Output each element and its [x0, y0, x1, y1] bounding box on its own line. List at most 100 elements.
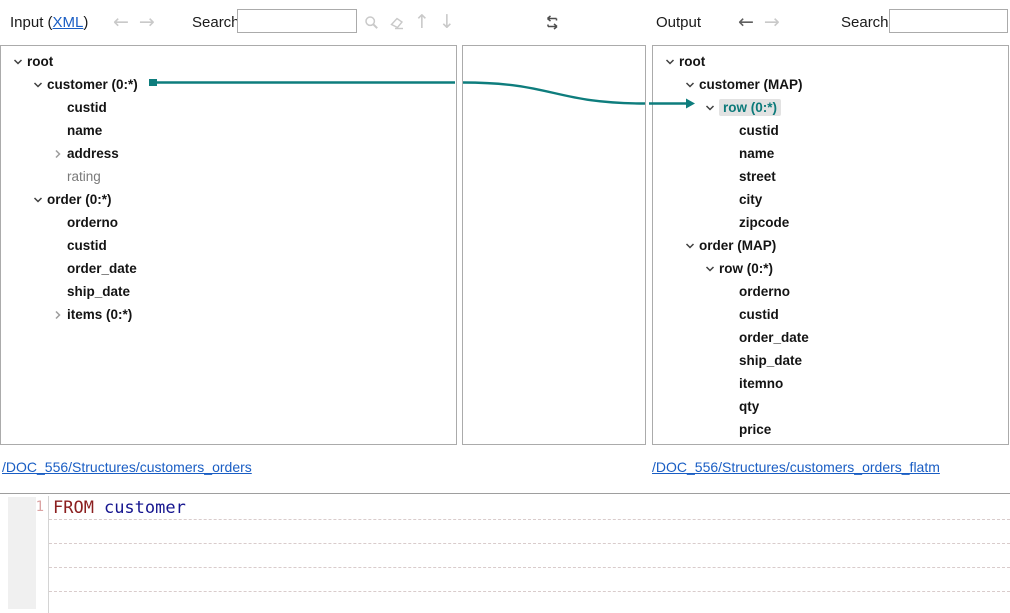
- arrow-down-icon[interactable]: ↓: [439, 11, 455, 33]
- tree-node-label[interactable]: order (MAP): [699, 238, 777, 253]
- chevron-spacer: [721, 191, 739, 209]
- tree-node-label[interactable]: name: [67, 123, 103, 138]
- output-node-qty[interactable]: qty: [653, 395, 1008, 418]
- input-node-orderno[interactable]: orderno: [1, 211, 456, 234]
- input-node-root[interactable]: root: [1, 50, 456, 73]
- input-node-address[interactable]: address: [1, 142, 456, 165]
- tree-node-label[interactable]: orderno: [739, 284, 791, 299]
- tree-node-label[interactable]: qty: [739, 399, 760, 414]
- input-node-order-0[interactable]: order (0:*): [1, 188, 456, 211]
- chevron-down-icon[interactable]: [29, 76, 47, 94]
- chevron-down-icon[interactable]: [9, 53, 27, 71]
- xml-format-link[interactable]: XML: [52, 14, 84, 31]
- tree-node-label[interactable]: itemno: [739, 376, 784, 391]
- code-line-empty[interactable]: [49, 544, 1010, 568]
- tree-node-label[interactable]: order_date: [739, 330, 809, 345]
- output-node-row-0[interactable]: row (0:*): [653, 96, 1008, 119]
- input-node-order-date[interactable]: order_date: [1, 257, 456, 280]
- chevron-spacer: [721, 421, 739, 439]
- output-search-field[interactable]: [889, 9, 1008, 33]
- input-search-field[interactable]: [237, 9, 357, 33]
- tree-node-label[interactable]: custid: [67, 238, 107, 253]
- forward-arrow-icon[interactable]: →: [763, 11, 780, 33]
- tree-node-label[interactable]: ship_date: [67, 284, 131, 299]
- tree-node-label[interactable]: order (0:*): [47, 192, 112, 207]
- tree-node-label[interactable]: custid: [739, 307, 779, 322]
- output-node-itemno[interactable]: itemno: [653, 372, 1008, 395]
- tree-node-label[interactable]: name: [739, 146, 775, 161]
- code-line-empty[interactable]: [49, 568, 1010, 592]
- output-structure-link[interactable]: /DOC_556/Structures/customers_orders_fla…: [652, 459, 940, 475]
- sql-keyword: FROM: [53, 497, 94, 518]
- output-node-order-map[interactable]: order (MAP): [653, 234, 1008, 257]
- output-node-city[interactable]: city: [653, 188, 1008, 211]
- chevron-spacer: [721, 283, 739, 301]
- input-search-label: Search:: [192, 14, 244, 31]
- tree-node-label[interactable]: orderno: [67, 215, 119, 230]
- chevron-down-icon[interactable]: [681, 76, 699, 94]
- chevron-right-icon[interactable]: [49, 145, 67, 163]
- tree-node-label[interactable]: address: [67, 146, 119, 161]
- swap-panels-control[interactable]: [541, 0, 563, 45]
- tree-node-label[interactable]: city: [739, 192, 763, 207]
- chevron-down-icon[interactable]: [29, 191, 47, 209]
- output-node-customer-map[interactable]: customer (MAP): [653, 73, 1008, 96]
- chevron-down-icon[interactable]: [701, 260, 719, 278]
- chevron-down-icon[interactable]: [681, 237, 699, 255]
- tree-node-label[interactable]: root: [679, 54, 706, 69]
- input-node-custid[interactable]: custid: [1, 234, 456, 257]
- output-node-orderno[interactable]: orderno: [653, 280, 1008, 303]
- output-node-ship-date[interactable]: ship_date: [653, 349, 1008, 372]
- tree-node-label[interactable]: rating: [67, 169, 101, 184]
- search-icon[interactable]: [361, 11, 383, 35]
- tree-node-label[interactable]: root: [27, 54, 54, 69]
- input-node-name[interactable]: name: [1, 119, 456, 142]
- input-node-rating[interactable]: rating: [1, 165, 456, 188]
- back-arrow-icon[interactable]: ←: [113, 11, 129, 33]
- tree-node-label[interactable]: row (0:*): [719, 99, 781, 116]
- chevron-down-icon[interactable]: [701, 99, 719, 117]
- tree-node-label[interactable]: items (0:*): [67, 307, 133, 322]
- arrow-up-icon[interactable]: ↑: [414, 11, 430, 33]
- chevron-down-icon[interactable]: [661, 53, 679, 71]
- output-node-street[interactable]: street: [653, 165, 1008, 188]
- output-panel-title: Output: [656, 14, 702, 31]
- tree-node-label[interactable]: customer (MAP): [699, 77, 803, 92]
- output-node-row-0[interactable]: row (0:*): [653, 257, 1008, 280]
- output-node-order-date[interactable]: order_date: [653, 326, 1008, 349]
- tree-node-label[interactable]: street: [739, 169, 776, 184]
- code-line-empty[interactable]: [49, 520, 1010, 544]
- output-node-custid[interactable]: custid: [653, 119, 1008, 142]
- output-node-price[interactable]: price: [653, 418, 1008, 441]
- forward-arrow-icon[interactable]: →: [138, 11, 155, 33]
- tree-node-label[interactable]: customer (0:*): [47, 77, 138, 92]
- chevron-right-icon[interactable]: [49, 306, 67, 324]
- back-arrow-icon[interactable]: ←: [738, 11, 754, 33]
- tree-node-label[interactable]: ship_date: [739, 353, 803, 368]
- output-node-name[interactable]: name: [653, 142, 1008, 165]
- output-node-zipcode[interactable]: zipcode: [653, 211, 1008, 234]
- input-node-customer-0[interactable]: customer (0:*): [1, 73, 456, 96]
- tree-node-label[interactable]: price: [739, 422, 772, 437]
- tree-node-label[interactable]: zipcode: [739, 215, 790, 230]
- input-node-ship-date[interactable]: ship_date: [1, 280, 456, 303]
- output-tree-panel: root customer (MAP) row (0:*) custid name str…: [652, 45, 1009, 445]
- output-node-root[interactable]: root: [653, 50, 1008, 73]
- tree-node-label[interactable]: row (0:*): [719, 261, 773, 276]
- output-node-custid[interactable]: custid: [653, 303, 1008, 326]
- input-node-custid[interactable]: custid: [1, 96, 456, 119]
- chevron-spacer: [721, 352, 739, 370]
- code-line-empty[interactable]: [49, 592, 1010, 613]
- chevron-spacer: [721, 122, 739, 140]
- tree-node-label[interactable]: order_date: [67, 261, 137, 276]
- tree-node-label[interactable]: custid: [739, 123, 779, 138]
- tree-node-label[interactable]: custid: [67, 100, 107, 115]
- eraser-icon[interactable]: [386, 11, 408, 35]
- input-node-items-0[interactable]: items (0:*): [1, 303, 456, 326]
- swap-arrows-icon[interactable]: [541, 11, 563, 35]
- input-structure-link[interactable]: /DOC_556/Structures/customers_orders: [2, 459, 252, 475]
